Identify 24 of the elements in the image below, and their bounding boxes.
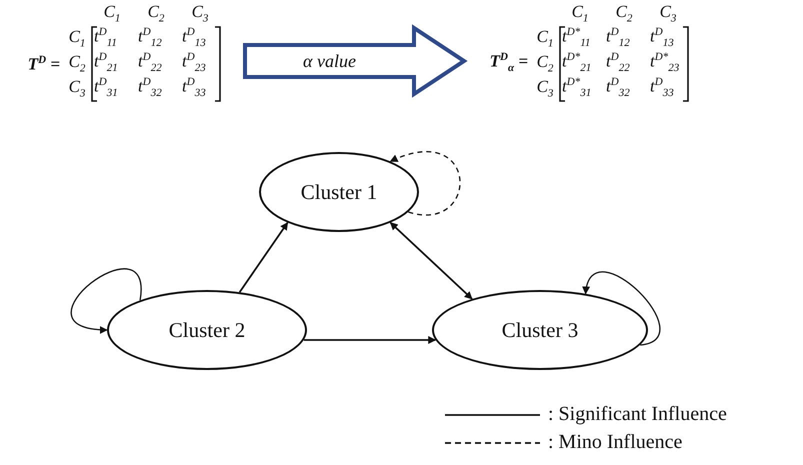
column-header: C$_{1}$ [572,3,588,25]
column-header: C$_{2}$ [148,3,164,25]
node-label: Cluster 3 [502,318,578,342]
arrow [70,268,142,334]
column-header: C$_{2}$ [616,3,632,25]
node-label: Cluster 2 [168,318,246,342]
row-header: C$_{1}$ [68,28,86,50]
column-header: C$_{1}$ [104,3,120,25]
legend-text: : Mino Influence [548,431,682,454]
row-header: C$_{2}$ [68,52,86,74]
arrow [390,222,473,300]
column-header: C$_{3}$ [660,3,676,25]
arrow [583,271,660,346]
node-label: Cluster 1 [300,180,378,204]
row-header: C$_{2}$ [536,52,554,74]
matrix-symbol: T$^{D}$ = [28,54,61,72]
legend-text: : Significant Influence [548,403,727,426]
arrow [238,222,288,293]
row-header: C$_{3}$ [536,78,554,100]
row-header: C$_{1}$ [536,28,554,50]
row-header: C$_{3}$ [68,78,86,100]
matrix-symbol: T$^{D}$$_{α}$ = [490,52,529,75]
arrow [390,151,460,216]
column-header: C$_{3}$ [192,3,208,25]
